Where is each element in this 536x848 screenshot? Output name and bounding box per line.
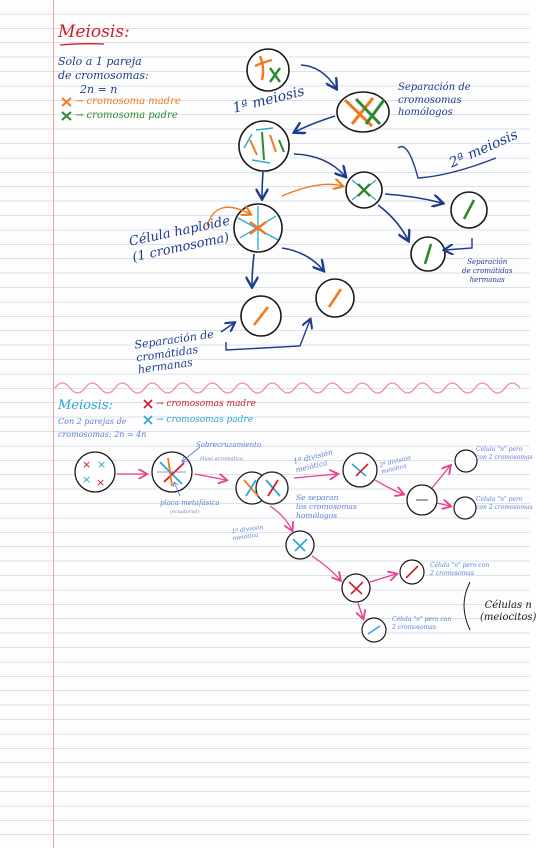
label-pointer <box>174 482 181 497</box>
arrow <box>295 115 336 132</box>
arrow <box>293 153 345 176</box>
cell-gamete-a <box>450 191 488 229</box>
intro-line-2: de cromosomas: <box>58 69 149 82</box>
bracket-meiocitos <box>463 581 471 631</box>
label-placa: placa metafásica <box>160 499 220 507</box>
arrow <box>194 473 226 480</box>
legend-father-2: → cromosomas padre <box>156 415 254 425</box>
label-homologos-bottom: Se separan los cromosomas homólogos <box>296 493 357 520</box>
margin-line <box>53 0 54 848</box>
arrow <box>311 555 340 580</box>
cell-haploid-right <box>345 171 383 209</box>
svg-text:×: × <box>82 458 91 471</box>
arrow <box>431 466 450 489</box>
label-celula-1: Célula "n" pero con 2 cromosomas <box>476 446 533 461</box>
cell-b1: × × × × <box>74 451 116 493</box>
arrow <box>252 253 254 286</box>
cell-metaphase-1 <box>238 120 290 172</box>
label-celula-2: Célula "n" pero con 2 cromosomas <box>476 496 533 511</box>
svg-text:×: × <box>97 458 106 471</box>
arrow-label-pointer <box>281 184 342 197</box>
label-homologos-top: Separación de cromosomas homólogos <box>398 82 471 118</box>
arrow <box>369 574 396 583</box>
intro-line-1: Solo a 1 pareja <box>58 55 142 68</box>
bracket <box>225 320 310 351</box>
label-ecuatorial: (ecuatorial) <box>170 509 200 515</box>
legend-mother-mark-2 <box>143 399 153 409</box>
arrow <box>436 503 450 506</box>
cell-b3 <box>235 471 289 505</box>
title-bottom: Meiosis: <box>58 398 113 413</box>
arrow <box>377 204 408 240</box>
label-huso: Huso acromático <box>200 456 244 462</box>
formula: 2n = n <box>80 83 118 96</box>
label-cromatidas-right: Separación de cromátidas hermanas <box>462 258 513 285</box>
legend-mother: → cromosoma madre <box>75 96 181 107</box>
cell-b7 <box>453 496 477 520</box>
arrow <box>293 474 337 478</box>
arrow <box>384 193 442 203</box>
arrow <box>300 64 336 88</box>
arrow <box>358 602 363 618</box>
cell-gamete-d <box>315 278 355 318</box>
bracket <box>445 238 473 250</box>
intro-bottom-2: cromosomas: 2n = 4n <box>58 430 147 439</box>
legend-father: → cromosoma padre <box>75 110 178 121</box>
meiosis2-curve <box>397 146 497 179</box>
legend-mother-mark <box>61 97 72 107</box>
legend-father-mark-2 <box>143 415 153 425</box>
legend-father-mark <box>61 111 72 121</box>
cell-b6 <box>454 449 478 473</box>
svg-text:×: × <box>96 476 105 489</box>
arrow <box>281 247 323 270</box>
arrow <box>262 171 263 198</box>
label-celula-3: Célula "n" pero con 2 cromosomas <box>430 562 490 577</box>
section-separator <box>54 382 521 394</box>
cell-haploid-left <box>233 203 283 253</box>
cell-diploid <box>246 48 290 92</box>
cell-b8 <box>285 530 315 560</box>
arrow <box>374 479 403 494</box>
title-underline <box>59 43 105 46</box>
cell-b4 <box>342 452 378 488</box>
label-sobrecruzamiento: Sobrecruzamiento <box>196 441 262 449</box>
intro-bottom-1: Con 2 parejas de <box>58 417 127 426</box>
cell-b11 <box>361 617 387 643</box>
arrow <box>269 505 292 530</box>
cell-gamete-c <box>240 295 282 337</box>
legend-mother-2: → cromosomas madre <box>156 399 256 409</box>
title-top: Meiosis: <box>58 22 130 42</box>
cell-crossing-over <box>336 91 390 133</box>
cell-b9 <box>341 573 371 603</box>
cell-b10 <box>399 559 425 585</box>
label-celulas-n: Células n (meiocitos) <box>480 600 536 623</box>
cell-gamete-b <box>410 236 446 272</box>
svg-text:×: × <box>82 473 91 486</box>
label-pointer <box>182 446 201 462</box>
cell-b5 <box>406 484 438 516</box>
arrow-label-pointer <box>206 207 250 227</box>
arrow-label-pointer <box>220 323 234 333</box>
label-celula-4: Célula "n" pero con 2 cromosomas <box>392 616 452 631</box>
